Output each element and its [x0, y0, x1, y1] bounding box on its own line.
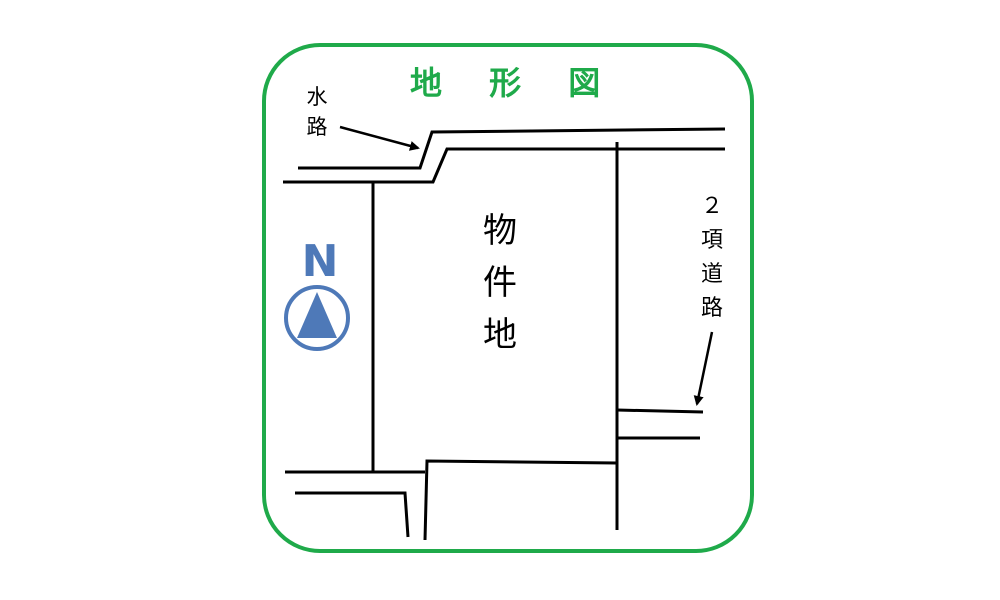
road-label-char: 路: [700, 296, 723, 321]
waterway-line-lower: [283, 147, 725, 184]
road-stub-upper: [616, 408, 704, 414]
waterway-label: 水 路: [300, 82, 334, 142]
waterway-label-char: 路: [306, 115, 328, 139]
road-arrow: [693, 331, 714, 406]
property-label-char: 物: [483, 211, 517, 251]
north-arrow-icon: [284, 285, 350, 351]
waterway-label-char: 水: [306, 85, 328, 109]
road-label-char: 項: [700, 228, 723, 253]
waterway-arrow: [339, 125, 420, 151]
map-frame: [262, 43, 754, 553]
property-label: 物 件 地: [478, 205, 522, 361]
road-label-char: 道: [700, 262, 723, 287]
map-title: 地 形 図: [410, 64, 619, 102]
road-label: ２ 項 道 路: [694, 190, 730, 326]
waterway-line-upper: [298, 127, 726, 170]
south-boundary-line: [423, 459, 618, 541]
road-label-char: ２: [700, 194, 723, 219]
property-label-char: 地: [483, 315, 517, 355]
bottom-road-line-lower: [295, 491, 410, 538]
property-label-char: 件: [483, 263, 517, 303]
north-letter: N: [301, 236, 339, 287]
